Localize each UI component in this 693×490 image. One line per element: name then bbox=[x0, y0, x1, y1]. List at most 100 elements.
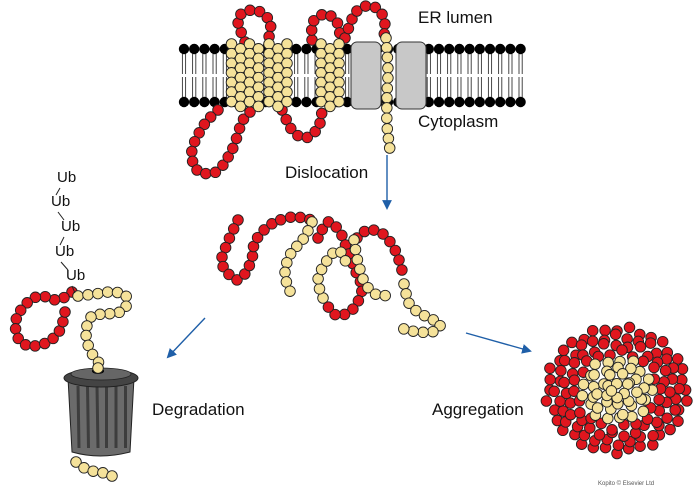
hydrophilic-residue bbox=[544, 373, 556, 386]
hydrophobic-residue bbox=[588, 369, 600, 381]
hydrophobic-residue bbox=[605, 385, 618, 397]
hydrophobic-residue bbox=[417, 326, 429, 339]
degradation-arrow bbox=[166, 317, 206, 359]
hydrophilic-residue bbox=[336, 229, 348, 242]
translocon-subunit bbox=[350, 41, 382, 110]
hydrophobic-residue bbox=[92, 362, 104, 374]
hydrophobic-residue bbox=[383, 142, 396, 154]
hydrophilic-residue bbox=[330, 221, 342, 233]
hydrophilic-residue bbox=[308, 14, 320, 27]
hydrophobic-residue bbox=[398, 278, 410, 290]
lipid-head bbox=[189, 43, 200, 55]
hydrophobic-residue bbox=[333, 86, 345, 98]
hydrophobic-residue bbox=[86, 348, 99, 361]
lipid-head bbox=[464, 96, 475, 108]
hydrophilic-residue bbox=[566, 336, 578, 349]
hydrophilic-residue bbox=[47, 332, 59, 345]
image-credit: Kopito © Elsevier Ltd bbox=[598, 481, 655, 487]
er-lumen-label: ER lumen bbox=[418, 8, 493, 27]
hydrophobic-residue bbox=[80, 329, 92, 342]
hydrophilic-residue bbox=[315, 107, 328, 120]
hydrophilic-residue bbox=[21, 297, 33, 309]
ubiquitinated-protein bbox=[9, 286, 132, 368]
hydrophobic-residue bbox=[106, 470, 118, 482]
hydrophobic-residue bbox=[403, 297, 415, 309]
hydrophilic-residue bbox=[558, 354, 571, 367]
lipid-head bbox=[515, 96, 526, 108]
hydrophobic-residue bbox=[252, 43, 265, 55]
hydrophobic-residue bbox=[351, 253, 364, 266]
hydrophobic-residue bbox=[382, 72, 394, 84]
hydrophilic-residue bbox=[274, 214, 287, 226]
hydrophilic-residue bbox=[672, 415, 684, 427]
hydrophobic-residue bbox=[369, 288, 382, 300]
hydrophilic-residue bbox=[376, 8, 388, 21]
hydrophobic-residue bbox=[272, 100, 284, 113]
hydrophobic-residue bbox=[339, 255, 352, 267]
hydrophobic-residue bbox=[604, 369, 616, 381]
hydrophobic-residue bbox=[381, 82, 394, 94]
hydrophobic-residue bbox=[313, 283, 326, 295]
lipid-head bbox=[495, 96, 506, 108]
hydrophilic-residue bbox=[264, 20, 277, 33]
hydrophilic-residue bbox=[316, 223, 329, 236]
hydrophobic-residue bbox=[281, 67, 293, 79]
hydrophilic-residue bbox=[280, 113, 292, 126]
hydrophobic-residue bbox=[642, 373, 655, 385]
hydrophobic-residue bbox=[252, 100, 265, 113]
hydrophilic-residue bbox=[568, 357, 581, 369]
hydrophilic-residue bbox=[244, 4, 256, 17]
hydrophobic-residue bbox=[381, 123, 394, 135]
ubiquitin-link bbox=[71, 285, 76, 294]
hydrophilic-residue bbox=[258, 224, 270, 236]
hydrophobic-residue bbox=[637, 405, 650, 418]
lipid-head bbox=[505, 43, 516, 55]
hydrophilic-residue bbox=[292, 129, 304, 142]
hydrophilic-residue bbox=[29, 340, 41, 352]
hydrophobic-residue bbox=[281, 76, 293, 89]
hydrophilic-residue bbox=[681, 395, 693, 407]
hydrophilic-residue bbox=[653, 393, 665, 406]
hydrophilic-residue bbox=[377, 228, 389, 240]
hydrophobic-residue bbox=[252, 62, 265, 74]
hydrophilic-residue bbox=[253, 5, 266, 18]
hydrophobic-residue bbox=[333, 67, 345, 79]
hydrophilic-residue bbox=[609, 328, 622, 341]
hydrophilic-residue bbox=[309, 125, 321, 138]
ubiquitin-link bbox=[57, 211, 65, 221]
hydrophilic-residue bbox=[359, 0, 372, 12]
ubiquitin-label: Ub bbox=[55, 243, 75, 260]
hydrophobic-residue bbox=[398, 323, 410, 335]
hydrophilic-residue bbox=[246, 250, 259, 262]
lipid-head bbox=[515, 43, 526, 55]
hydrophilic-residue bbox=[548, 385, 560, 398]
hydrophobic-residue bbox=[87, 465, 99, 477]
hydrophobic-residue bbox=[349, 243, 362, 256]
hydrophobic-residue bbox=[279, 266, 291, 279]
ubiquitin-link bbox=[59, 236, 65, 246]
hydrophobic-residue bbox=[333, 38, 345, 50]
hydrophobic-residue bbox=[380, 32, 392, 44]
hydrophilic-residue bbox=[294, 211, 307, 224]
lipid-head bbox=[474, 43, 485, 55]
lipid-head bbox=[291, 43, 302, 55]
ubiquitin-label: Ub bbox=[57, 169, 77, 186]
hydrophilic-residue bbox=[219, 241, 232, 254]
hydrophobic-residue bbox=[281, 95, 293, 108]
lipid-head bbox=[444, 96, 455, 108]
dislocation-label: Dislocation bbox=[285, 163, 369, 182]
hydrophilic-residue bbox=[352, 295, 365, 307]
hydrophobic-residue bbox=[631, 386, 643, 398]
hydrophilic-residue bbox=[58, 291, 70, 304]
hydrophilic-residue bbox=[586, 335, 599, 347]
lipid-head bbox=[454, 43, 465, 55]
trash-can-rib bbox=[86, 385, 90, 449]
hydrophobic-residue bbox=[315, 263, 328, 276]
hydrophilic-residue bbox=[198, 118, 211, 131]
hydrophobic-residue bbox=[427, 325, 439, 338]
hydrophobic-residue bbox=[617, 408, 629, 421]
hydrophobic-residue bbox=[113, 306, 125, 319]
proteasome-trash-can-icon bbox=[63, 362, 139, 457]
hydrophobic-residue bbox=[297, 233, 309, 245]
